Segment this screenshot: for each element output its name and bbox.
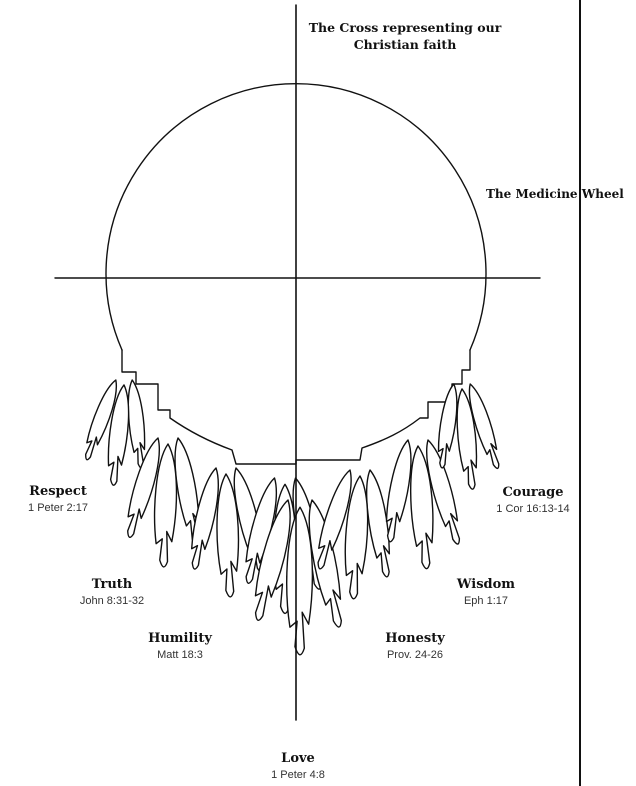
virtue-name: Truth [62, 578, 162, 593]
virtue-label-honesty: Honesty Prov. 24-26 [360, 632, 470, 662]
virtue-scripture: Prov. 24-26 [360, 649, 470, 662]
virtue-scripture: Matt 18:3 [130, 649, 230, 662]
virtue-scripture: John 8:31-32 [62, 595, 162, 608]
virtue-label-respect: Respect 1 Peter 2:17 [8, 485, 108, 515]
virtue-name: Humility [130, 632, 230, 647]
virtue-scripture: 1 Peter 2:17 [8, 502, 108, 515]
virtue-label-humility: Humility Matt 18:3 [130, 632, 230, 662]
virtue-label-love: Love 1 Peter 4:8 [248, 752, 348, 782]
virtue-name: Respect [8, 485, 108, 500]
virtue-scripture: Eph 1:17 [436, 595, 536, 608]
virtue-name: Courage [478, 486, 588, 501]
virtue-label-courage: Courage 1 Cor 16:13-14 [478, 486, 588, 516]
feathers-group [80, 377, 505, 654]
virtue-name: Love [248, 752, 348, 767]
virtue-scripture: 1 Peter 4:8 [248, 769, 348, 782]
virtue-scripture: 1 Cor 16:13-14 [478, 503, 588, 516]
cross-title: The Cross representing our Christian fai… [300, 20, 510, 54]
virtue-label-wisdom: Wisdom Eph 1:17 [436, 578, 536, 608]
virtue-name: Wisdom [436, 578, 536, 593]
virtue-name: Honesty [360, 632, 470, 647]
medicine-wheel-title: The Medicine Wheel [486, 186, 636, 202]
virtue-label-truth: Truth John 8:31-32 [62, 578, 162, 608]
